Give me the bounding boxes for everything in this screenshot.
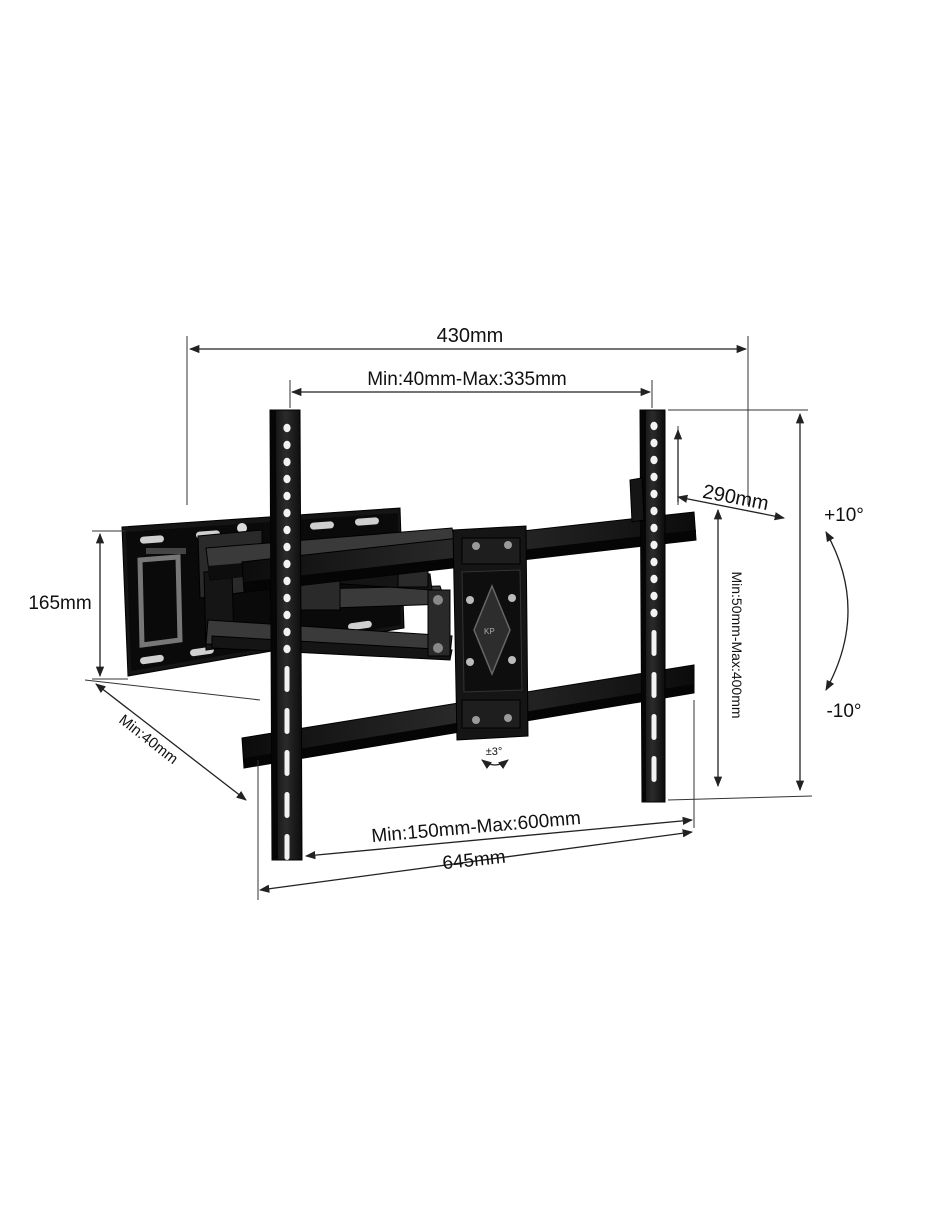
left-vertical-rail: [269, 409, 303, 861]
rail-hole: [283, 508, 291, 518]
rail-hole: [650, 574, 658, 584]
rail-hole: [283, 559, 291, 569]
rail-hole: [283, 491, 291, 501]
rail-hole: [284, 792, 290, 818]
rail-hole: [651, 714, 657, 740]
label-horizontal-range: Min:150mm-Max:600mm: [371, 808, 582, 847]
label-tilt-down: -10°: [826, 701, 861, 722]
rail-hole: [283, 474, 291, 484]
label-430mm: 430mm: [437, 325, 504, 347]
rail-hole: [283, 440, 291, 450]
rail-hole: [284, 750, 290, 776]
rail-hole: [650, 489, 658, 499]
rail-hole: [283, 593, 291, 603]
rail-hole: [651, 756, 657, 782]
label-vertical-range: Min:50mm-Max:400mm: [729, 571, 745, 718]
rail-hole: [650, 455, 658, 465]
rail-hole: [284, 834, 290, 860]
label-swivel: ±3°: [486, 746, 503, 758]
rail-hole: [650, 608, 658, 618]
rail-hole: [650, 557, 658, 567]
rail-hole: [283, 644, 291, 654]
label-rail-spacing: Min:40mm-Max:335mm: [367, 369, 567, 390]
rail-hole: [650, 591, 658, 601]
label-290mm: 290mm: [701, 481, 771, 515]
rail-hole: [650, 523, 658, 533]
center-swivel-plate: KP: [452, 525, 529, 741]
rail-hole: [284, 708, 290, 734]
rail-hole: [650, 506, 658, 516]
label-165mm: 165mm: [28, 593, 91, 614]
rail-hole: [283, 610, 291, 620]
rail-hole: [650, 438, 658, 448]
rail-hole: [650, 472, 658, 482]
rail-hole: [650, 540, 658, 550]
rail-hole: [283, 525, 291, 535]
right-vertical-rail: [629, 409, 666, 803]
dimension-lines: [84, 336, 849, 900]
rail-hole: [650, 421, 658, 431]
rail-hole: [284, 666, 290, 692]
label-wall-depth: Min:40mm: [115, 711, 181, 768]
rail-hole: [651, 672, 657, 698]
label-645mm: 645mm: [441, 847, 506, 875]
rail-hole: [283, 576, 291, 586]
rail-hole: [283, 627, 291, 637]
label-tilt-up: +10°: [824, 505, 864, 526]
rail-hole: [283, 542, 291, 552]
rail-hole: [651, 630, 657, 656]
svg-text:KP: KP: [484, 627, 495, 636]
rail-hole: [283, 423, 291, 433]
rail-hole: [283, 457, 291, 467]
